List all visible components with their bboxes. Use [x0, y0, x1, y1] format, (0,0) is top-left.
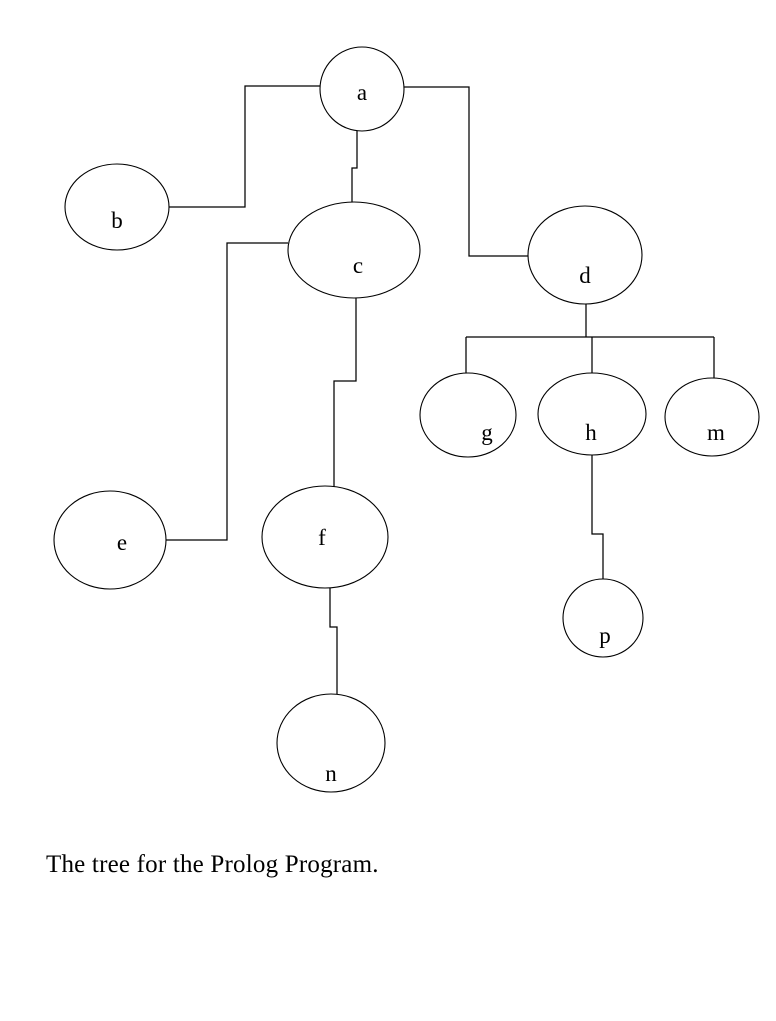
tree-edge-h-p: [591, 455, 604, 600]
tree-edge-c-e: [166, 242, 288, 541]
tree-edge-a-d: [404, 86, 529, 257]
figure-caption: The tree for the Prolog Program.: [46, 851, 379, 878]
node-circle-b: [64, 163, 170, 251]
node-circle-e: [53, 490, 167, 590]
node-label-p: p: [599, 623, 611, 648]
tree-node-c[interactable]: c: [287, 201, 421, 299]
node-label-c: c: [353, 253, 363, 278]
node-label-d: d: [579, 263, 591, 288]
node-label-e: e: [117, 530, 127, 555]
edges-layer: [166, 85, 715, 694]
node-circle-h: [537, 372, 647, 456]
node-circle-g: [419, 372, 517, 458]
node-label-m: m: [707, 420, 725, 445]
node-circle-f: [261, 485, 389, 589]
node-label-a: a: [357, 80, 367, 105]
node-label-g: g: [481, 420, 493, 445]
node-circle-p: [562, 578, 644, 658]
node-circle-n: [276, 693, 386, 793]
node-label-b: b: [111, 208, 123, 233]
tree-node-p[interactable]: p: [562, 578, 644, 658]
tree-node-f[interactable]: f: [261, 485, 389, 589]
tree-node-a[interactable]: a: [319, 46, 405, 132]
tree-edge-a-c: [351, 131, 358, 203]
tree-node-g[interactable]: g: [419, 372, 517, 458]
node-label-f: f: [318, 525, 326, 550]
node-circle-d: [527, 205, 643, 305]
node-label-h: h: [585, 420, 597, 445]
tree-node-d[interactable]: d: [527, 205, 643, 305]
nodes-layer: a b c d e f g h m n p: [53, 46, 760, 793]
node-circle-c: [287, 201, 421, 299]
node-circle-m: [664, 377, 760, 457]
tree-edge-c-f: [333, 298, 357, 487]
tree-node-e[interactable]: e: [53, 490, 167, 590]
node-label-n: n: [325, 761, 337, 786]
tree-node-m[interactable]: m: [664, 377, 760, 457]
tree-node-n[interactable]: n: [276, 693, 386, 793]
tree-edge-a-b: [168, 85, 320, 208]
tree-edge-f-n: [329, 588, 338, 694]
tree-node-h[interactable]: h: [537, 372, 647, 456]
tree-node-b[interactable]: b: [64, 163, 170, 251]
node-circle-a: [319, 46, 405, 132]
